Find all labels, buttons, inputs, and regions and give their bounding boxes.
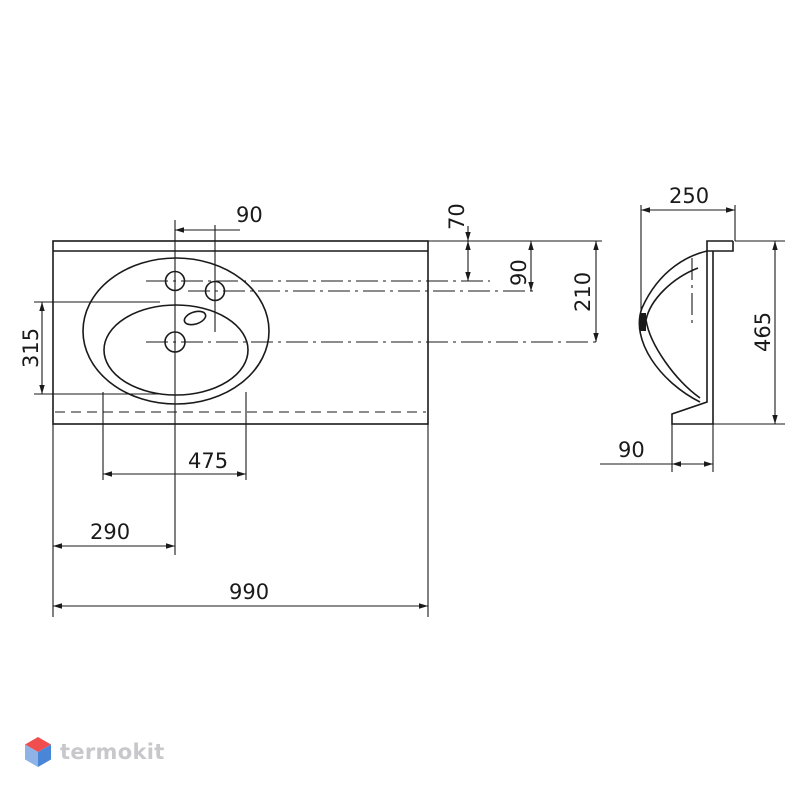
brand-logo[interactable]: termokit xyxy=(24,736,165,768)
side-top-lip xyxy=(706,240,734,252)
dim-label-990: 990 xyxy=(229,580,269,604)
dim-label-290: 290 xyxy=(90,520,130,544)
side-body-back xyxy=(671,251,714,425)
dim-label-90-top: 90 xyxy=(236,203,263,227)
dim-label-475: 475 xyxy=(188,449,228,473)
dim-label-465: 465 xyxy=(751,312,775,352)
cube-logo-icon xyxy=(25,737,51,767)
basin-outer-rim xyxy=(82,257,270,405)
overflow-hole xyxy=(183,310,207,326)
front-view: 90 70 90 210 315 475 290 990 xyxy=(19,203,602,617)
side-drain-block xyxy=(640,313,646,331)
dim-label-90-base: 90 xyxy=(618,438,645,462)
dim-label-90-right: 90 xyxy=(507,259,531,286)
countertop-outline xyxy=(52,240,429,425)
dim-label-315: 315 xyxy=(19,328,43,368)
side-bowl-inner xyxy=(645,267,701,399)
side-view: 250 465 90 xyxy=(600,184,785,472)
dim-label-70: 70 xyxy=(445,203,469,230)
dim-label-210: 210 xyxy=(571,272,595,312)
brand-name: termokit xyxy=(60,740,165,764)
side-bowl-outer xyxy=(638,250,708,403)
dim-label-250: 250 xyxy=(669,184,709,208)
basin-bowl xyxy=(103,304,249,396)
